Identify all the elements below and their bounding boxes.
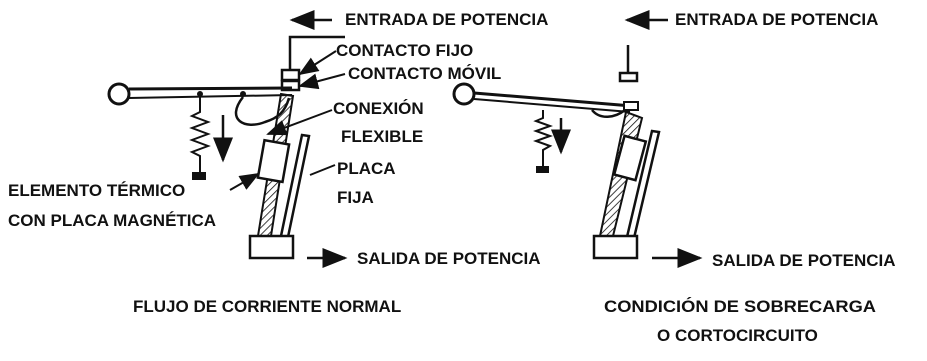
label-fija: FIJA bbox=[337, 188, 374, 207]
lever-arm-top bbox=[128, 86, 293, 91]
label-elemento-termico: ELEMENTO TÉRMICO bbox=[8, 181, 185, 200]
spring-weight bbox=[192, 172, 206, 180]
spring bbox=[189, 97, 211, 172]
label-contacto-movil: CONTACTO MÓVIL bbox=[348, 64, 501, 83]
input-feed-wire bbox=[288, 35, 345, 78]
thermal-element-right bbox=[612, 134, 648, 182]
label-conexion: CONEXIÓN bbox=[333, 99, 424, 118]
normal-flow-diagram bbox=[107, 9, 348, 268]
flexible-connection-right bbox=[591, 108, 626, 118]
caption-overload-line2: O CORTOCIRCUITO bbox=[657, 326, 818, 345]
caption-overload-line1: CONDICIÓN DE SOBRECARGA bbox=[604, 297, 876, 316]
lever-arm-right bbox=[473, 91, 633, 108]
label-placa: PLACA bbox=[337, 159, 396, 178]
fixed-contact-right bbox=[618, 71, 639, 83]
lever-pivot-right bbox=[452, 82, 476, 106]
label-entrada-left: ENTRADA DE POTENCIA bbox=[345, 10, 548, 29]
lever-arm-bottom bbox=[128, 94, 293, 99]
lever-pivot bbox=[107, 82, 131, 106]
spring-weight-right bbox=[536, 166, 549, 173]
label-flexible: FLEXIBLE bbox=[341, 127, 423, 146]
thermal-element bbox=[256, 138, 291, 184]
base-block-right bbox=[592, 234, 639, 260]
base-block bbox=[248, 234, 295, 260]
fixed-contact bbox=[280, 68, 301, 82]
label-contacto-fijo: CONTACTO FIJO bbox=[336, 41, 473, 60]
caption-normal: FLUJO DE CORRIENTE NORMAL bbox=[133, 297, 401, 316]
overload-diagram bbox=[452, 9, 703, 268]
moving-contact-right bbox=[623, 101, 639, 111]
spring-right bbox=[533, 110, 553, 166]
label-entrada-right: ENTRADA DE POTENCIA bbox=[675, 10, 878, 29]
label-salida-left: SALIDA DE POTENCIA bbox=[357, 249, 541, 268]
label-placa-magnetica: CON PLACA MAGNÉTICA bbox=[8, 211, 216, 230]
label-salida-right: SALIDA DE POTENCIA bbox=[712, 251, 896, 270]
